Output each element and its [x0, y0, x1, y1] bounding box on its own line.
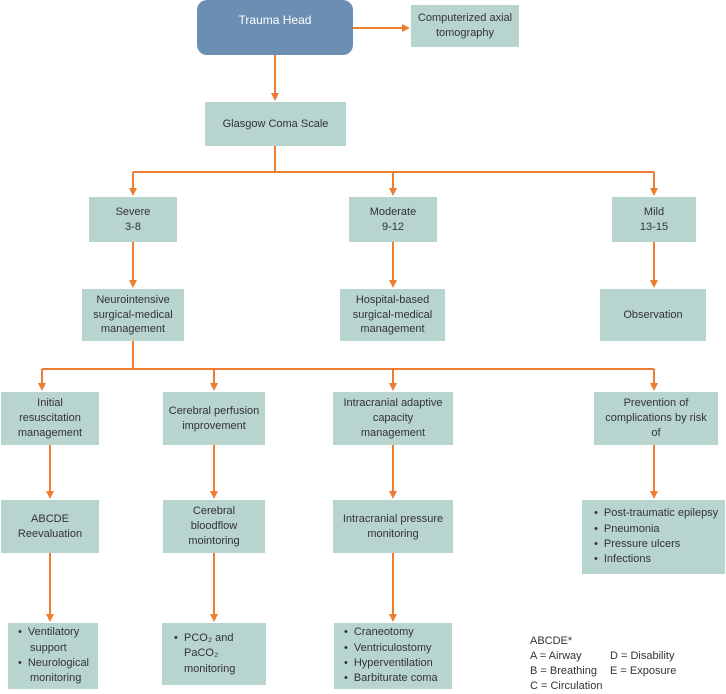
trauma-head-node: Trauma Head [197, 0, 353, 55]
ventilatory-item-text: Neurological monitoring [27, 657, 90, 685]
complications-list: Post-traumatic epilepsy Pneumonia Pressu… [594, 506, 718, 568]
surgical-item: Craneotomy [344, 625, 438, 640]
gcs-node: Glasgow Coma Scale [205, 102, 346, 146]
neuro-line-2: surgical-medical [93, 308, 173, 321]
icp-line-1: Intracranial pressure [342, 512, 444, 525]
initial-line-1: Initial [37, 397, 63, 410]
ventilatory-item: Ventilatory support [18, 625, 98, 656]
severity-mild-node: Mild 13-15 [612, 197, 696, 242]
pco2-item: • PCO₂ and PaCO₂ monitoring [174, 631, 258, 677]
bloodflow-line-3: mointoring [188, 534, 240, 547]
bloodflow-line-2: bloodflow [190, 520, 238, 533]
hospital-line-1: Hospital-based [355, 293, 430, 306]
prevention-line-2: complications by risk [605, 412, 707, 425]
legend-exposure: E = Exposure [610, 665, 677, 677]
cerebral-perfusion-node: Cerebral perfusion improvement [163, 392, 265, 445]
pco2-bullet: • [174, 631, 178, 644]
mild-range: 13-15 [639, 220, 669, 233]
pco2-node: • PCO₂ and PaCO₂ monitoring [162, 623, 266, 685]
complication-item: Post-traumatic epilepsy [594, 506, 718, 521]
hospital-line-3: management [360, 323, 425, 336]
ventilatory-item: Neurological monitoring [18, 656, 98, 687]
legend-title: ABCDE* [530, 635, 573, 647]
cerebral-line-1: Cerebral perfusion [168, 404, 260, 417]
initial-resuscitation-node: Initial resuscitation management [1, 392, 99, 445]
complications-list-node: Post-traumatic epilepsy Pneumonia Pressu… [582, 500, 725, 574]
intracranial-line-2: capacity [372, 412, 414, 425]
initial-line-2: resuscitation [19, 412, 81, 425]
prevention-line-1: Prevention of [623, 397, 689, 410]
abcde-line-2: Reevaluation [17, 527, 83, 540]
prevention-line-3: of [651, 426, 661, 439]
observation-node: Observation [600, 289, 706, 341]
surgical-item: Barbiturate coma [344, 671, 438, 686]
ventilatory-item-text: Ventilatory support [27, 626, 80, 654]
trauma-head-label: Trauma Head [238, 13, 312, 27]
prevention-node: Prevention of complications by risk of [594, 392, 718, 445]
ventilatory-node: Ventilatory support Neurological monitor… [8, 623, 98, 689]
gcs-label: Glasgow Coma Scale [222, 117, 329, 130]
legend-breathing: B = Breathing [530, 665, 597, 677]
severity-moderate-node: Moderate 9-12 [349, 197, 437, 242]
legend-circulation: C = Circulation [530, 680, 603, 692]
moderate-name: Moderate [369, 205, 417, 218]
intracranial-line-1: Intracranial adaptive [343, 397, 443, 410]
abcde-reevaluation-node: ABCDE Reevaluation [1, 500, 99, 553]
complication-item: Pressure ulcers [594, 537, 718, 552]
bloodflow-line-1: Cerebral [192, 505, 236, 518]
cerebral-line-2: improvement [182, 419, 246, 432]
severe-range: 3-8 [125, 220, 141, 233]
legend-airway: A = Airway [530, 650, 582, 662]
surgical-item: Hyperventilation [344, 656, 438, 671]
surgical-item: Ventriculostomy [344, 641, 438, 656]
intracranial-line-3: management [360, 426, 426, 439]
intracranial-adaptive-node: Intracranial adaptive capacity managemen… [333, 392, 453, 445]
surgical-interventions-node: Craneotomy Ventriculostomy Hyperventilat… [334, 623, 452, 689]
pco2-text: PCO₂ and PaCO₂ monitoring [184, 631, 236, 675]
legend-disability: D = Disability [610, 650, 675, 662]
observation-label: Observation [623, 308, 683, 321]
hospital-based-node: Hospital-based surgical-medical manageme… [340, 289, 445, 341]
surgical-list: Craneotomy Ventriculostomy Hyperventilat… [344, 625, 438, 687]
abcde-line-1: ABCDE [31, 512, 69, 525]
complication-item: Pneumonia [594, 522, 718, 537]
ct-line-2: tomography [435, 27, 495, 39]
moderate-range: 9-12 [381, 220, 405, 233]
complication-item: Infections [594, 552, 718, 567]
icp-line-2: monitoring [367, 527, 419, 540]
bloodflow-monitoring-node: Cerebral bloodflow mointoring [163, 500, 265, 553]
mild-name: Mild [643, 205, 665, 218]
hospital-line-2: surgical-medical [352, 308, 433, 321]
ct-node: Computerized axial tomography [411, 5, 519, 47]
severity-severe-node: Severe 3-8 [89, 197, 177, 242]
neurointensive-node: Neurointensive surgical-medical manageme… [82, 289, 184, 341]
neuro-line-3: management [100, 323, 166, 336]
ventilatory-list: Ventilatory support Neurological monitor… [18, 625, 98, 687]
ct-line-1: Computerized axial [417, 12, 513, 25]
severe-name: Severe [115, 205, 151, 218]
neuro-line-1: Neurointensive [96, 293, 170, 306]
icp-monitoring-node: Intracranial pressure monitoring [333, 500, 453, 553]
initial-line-3: management [17, 426, 83, 439]
